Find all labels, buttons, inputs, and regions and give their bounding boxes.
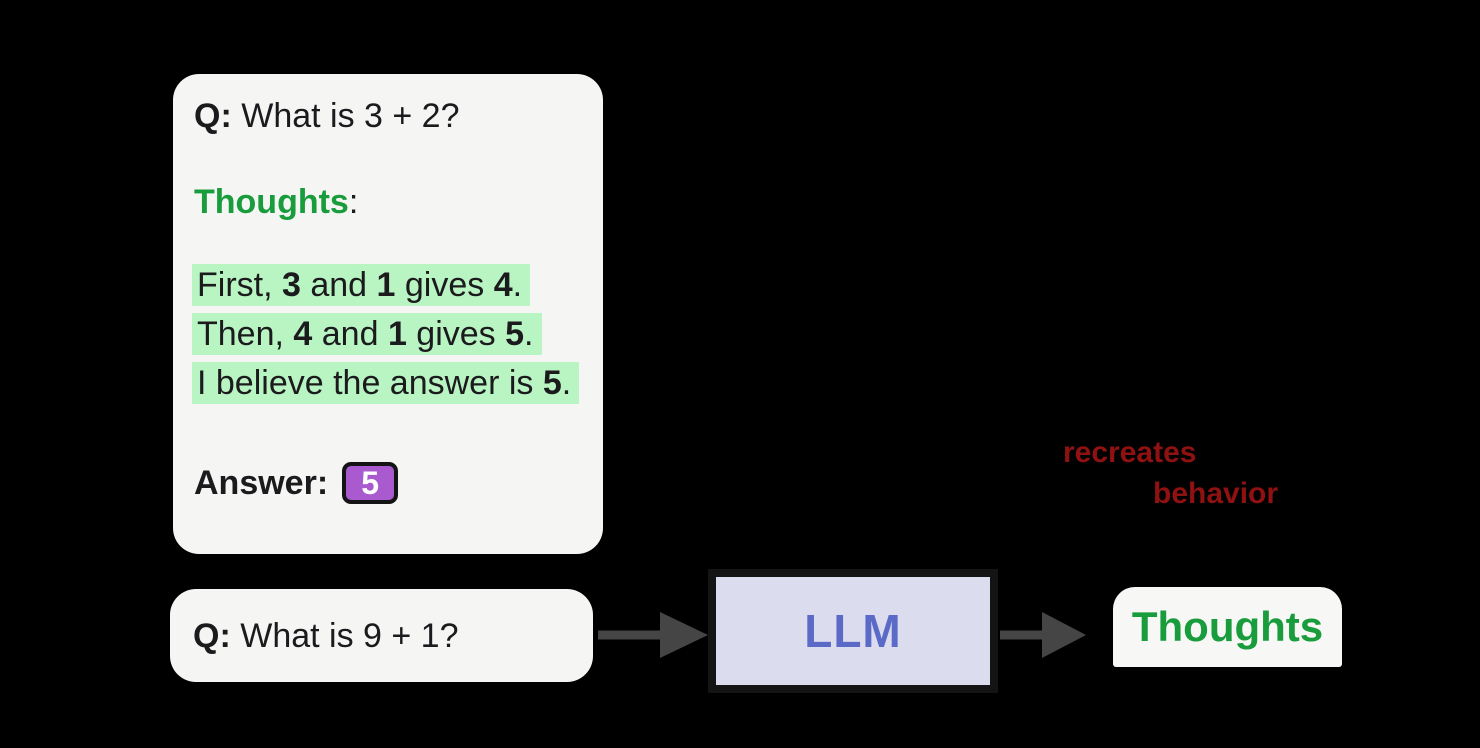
llm-box: LLM (708, 569, 998, 693)
annotation-recreates: recreates (1063, 436, 1197, 469)
answer-value-chip: 5 (342, 462, 399, 504)
prompt-example-card: Q: What is 3 + 2? Thoughts: First, 3 and… (173, 74, 603, 554)
arrow-right-icon (598, 612, 708, 658)
thoughts-output-label: Thoughts (1131, 603, 1324, 650)
thought-line-2-text: Then, 4 and 1 gives 5. (192, 313, 542, 355)
query-question: Q: What is 9 + 1? (193, 616, 459, 655)
query-card: Q: What is 9 + 1? (170, 589, 593, 682)
example-question: Q: What is 3 + 2? (194, 97, 460, 135)
thought-line-1: First, 3 and 1 gives 4. (192, 264, 579, 306)
answer-label: Answer: (194, 463, 329, 502)
thought-lines: First, 3 and 1 gives 4. Then, 4 and 1 gi… (192, 264, 580, 411)
thought-line-2: Then, 4 and 1 gives 5. (192, 313, 579, 355)
thoughts-heading: Thoughts: (194, 183, 359, 221)
thought-line-3: I believe the answer is 5. (192, 362, 580, 404)
annotation-behavior: behavior (1153, 477, 1279, 510)
thought-line-1-text: First, 3 and 1 gives 4. (192, 264, 531, 306)
arrow-right-icon (1000, 612, 1086, 658)
llm-label: LLM (804, 605, 902, 657)
thoughts-output-card: Thoughts (1113, 587, 1342, 667)
thought-line-3-text: I believe the answer is 5. (192, 362, 580, 404)
answer-row: Answer: 5 (194, 462, 399, 504)
